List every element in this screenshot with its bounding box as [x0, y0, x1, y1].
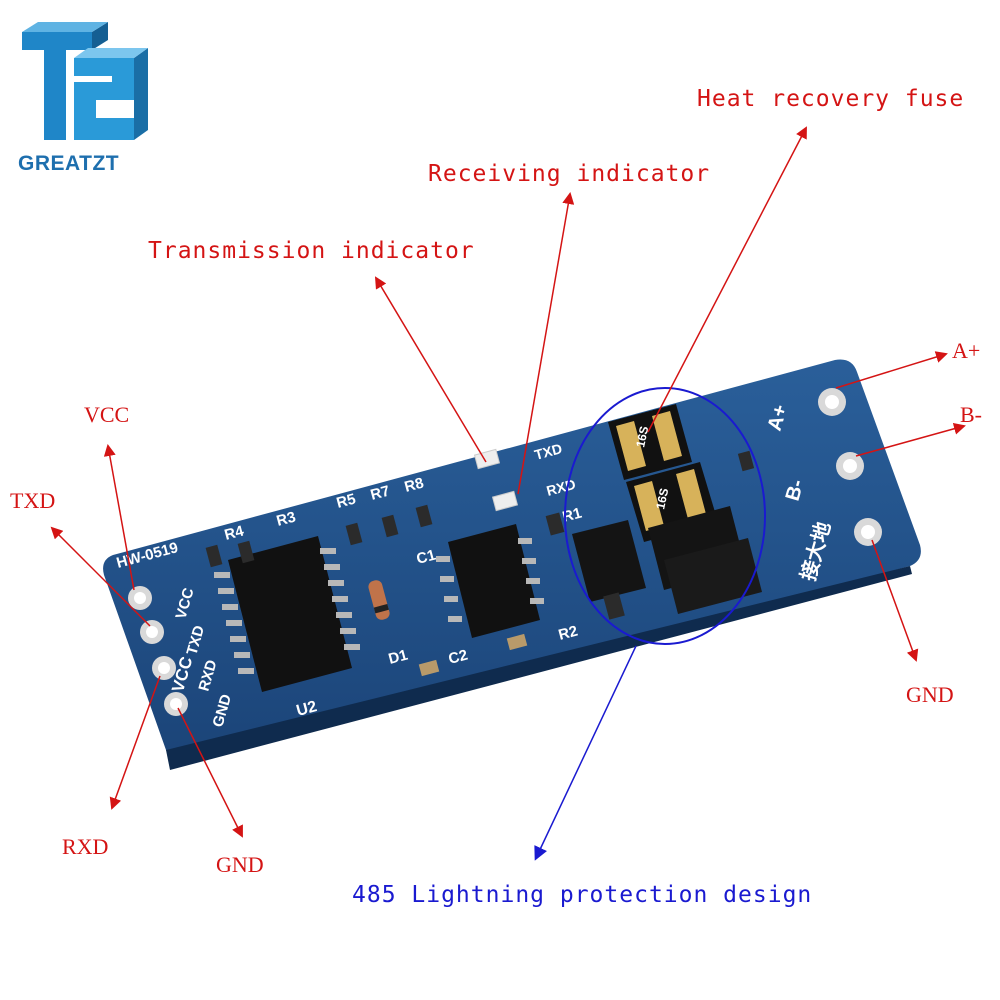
- left-pin-header: VCC VCC TXD RXD GND: [128, 586, 235, 729]
- protection-ellipse: [564, 387, 766, 645]
- label-vcc: VCC: [84, 402, 130, 427]
- svg-text:R2: R2: [557, 622, 580, 643]
- svg-text:R4: R4: [223, 522, 247, 544]
- arrow-tx-led: [374, 276, 487, 463]
- brand-name: GREATZT: [18, 152, 120, 175]
- svg-text:D1: D1: [387, 646, 410, 667]
- arrow-gnd-left: [177, 707, 243, 838]
- label-lightning-protection: 485 Lightning protection design: [352, 882, 813, 908]
- svg-text:16S: 16S: [653, 487, 671, 511]
- arrow-vcc: [103, 444, 135, 591]
- label-b-minus: B-: [960, 402, 982, 427]
- svg-text:R5: R5: [335, 490, 358, 511]
- arrow-rx-led: [517, 192, 575, 495]
- diode-d1: D1: [368, 580, 410, 668]
- rs485-module-board: VCC VCC TXD RXD GND HW-0519 U2: [103, 359, 921, 770]
- arrow-a-plus: [835, 351, 948, 389]
- callout-arrows: [50, 126, 966, 838]
- svg-text:R3: R3: [275, 508, 298, 529]
- label-a-plus: A+: [952, 338, 981, 363]
- protection-arrow: [534, 645, 637, 861]
- ic-transceiver: [436, 524, 544, 638]
- ic-u2: U2: [214, 536, 360, 720]
- svg-text:C1: C1: [415, 546, 438, 567]
- label-txd: TXD: [10, 488, 56, 513]
- svg-text:16S: 16S: [633, 425, 651, 449]
- arrow-rxd: [109, 675, 161, 810]
- label-heat-recovery-fuse: Heat recovery fuse: [697, 86, 965, 112]
- arrow-txd: [50, 526, 151, 627]
- label-rxd: RXD: [62, 834, 109, 859]
- arrow-heat-fuse: [647, 126, 807, 433]
- label-receiving-indicator: Receiving indicator: [428, 161, 711, 187]
- svg-text:C2: C2: [447, 646, 470, 667]
- arrow-b-minus: [855, 422, 966, 457]
- svg-text:R7: R7: [369, 482, 392, 503]
- smd-passives: R4 R3 R5 R7 R8 C1 C2 R1 R2: [205, 474, 584, 677]
- svg-text:R1: R1: [561, 504, 584, 525]
- brand-logo: [22, 22, 148, 140]
- lightning-protection-parts: 16S 16S: [572, 404, 762, 620]
- arrow-gnd-right: [871, 539, 919, 662]
- label-gnd-right: GND: [906, 682, 954, 707]
- svg-text:TXD: TXD: [533, 440, 564, 463]
- svg-text:U2: U2: [295, 698, 319, 720]
- svg-text:R8: R8: [403, 474, 426, 495]
- label-transmission-indicator: Transmission indicator: [148, 238, 475, 264]
- label-gnd-left: GND: [216, 852, 264, 877]
